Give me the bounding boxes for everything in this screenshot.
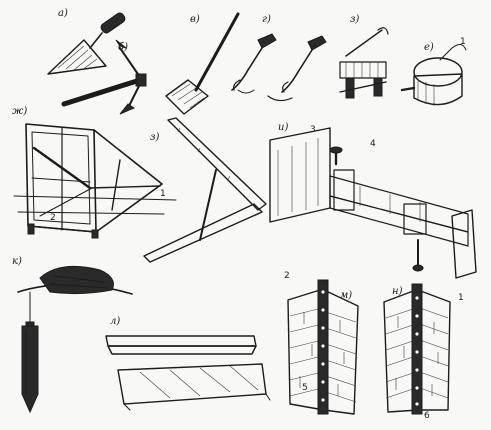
panel-label-b: б) [118, 42, 128, 53]
pillar-callout-6: 6 [424, 411, 430, 421]
plumb-bob-drawing [17, 265, 133, 414]
panel-label-n: н) [392, 286, 403, 297]
ruler-callout-4: 4 [370, 139, 376, 149]
brick-corner-drawing [287, 279, 359, 415]
hammer-pick-drawing [61, 39, 147, 115]
ordering-ruler-drawing [269, 127, 477, 279]
panel-label-z-small: з) [350, 14, 359, 25]
mortar-shovel-drawing [165, 12, 240, 115]
ruler-callout-3: 3 [310, 125, 316, 135]
tape-measure-drawing [400, 44, 467, 106]
brick-pillar-drawing [383, 283, 451, 415]
panel-label-i: и) [278, 122, 288, 133]
panel-label-zh: ж) [12, 106, 27, 117]
tape-callout-1: 1 [460, 37, 466, 47]
jointer-drawing [231, 33, 277, 94]
panel-label-z-large: з) [150, 132, 159, 143]
frame-callout-1: 1 [160, 189, 166, 199]
pillar-callout-1: 1 [458, 293, 464, 303]
panel-label-e: е) [424, 42, 434, 53]
panel-label-k: к) [12, 256, 22, 267]
corner-callout-5: 5 [302, 383, 308, 393]
panel-label-m: м) [340, 290, 352, 301]
jointer-round-drawing [267, 35, 327, 102]
panel-label-a: а) [58, 8, 68, 19]
frame-callout-2: 2 [50, 213, 56, 223]
mooring-clamp-drawing [339, 27, 389, 99]
rails-drawing [105, 335, 271, 411]
panel-label-g: г) [262, 14, 271, 25]
panel-label-l: л) [110, 316, 120, 327]
corner-callout-2: 2 [284, 271, 290, 281]
corner-square-drawing [143, 117, 267, 263]
panel-label-v: в) [190, 14, 200, 25]
masonry-frame-drawing [13, 123, 177, 239]
trowel-drawing [47, 12, 126, 75]
